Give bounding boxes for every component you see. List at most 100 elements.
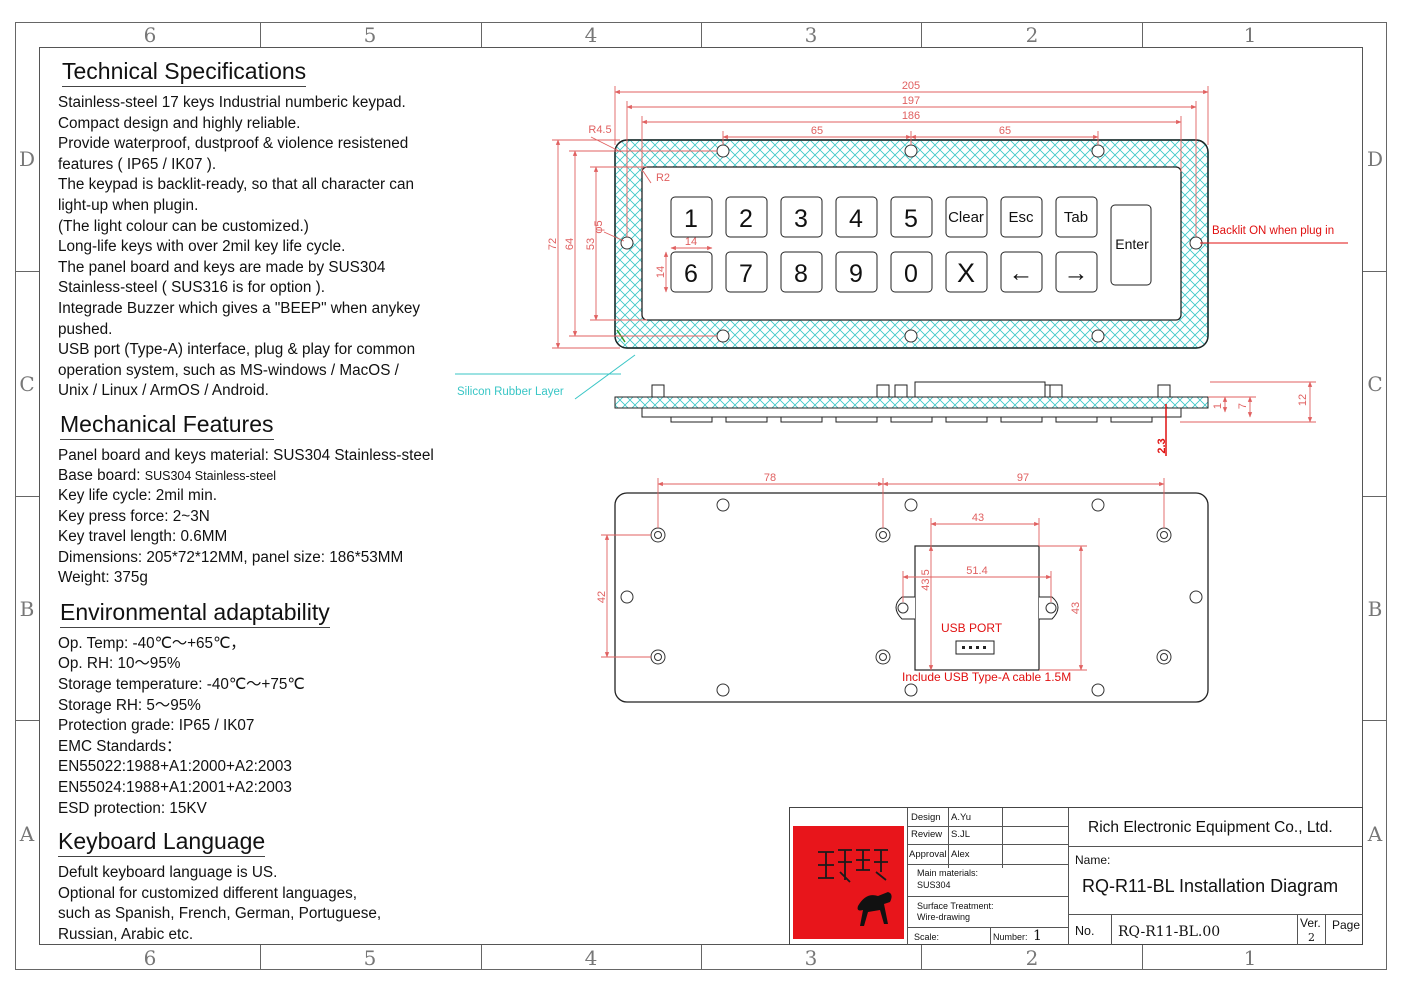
materials-value: SUS304: [917, 880, 951, 890]
key[interactable]: [670, 196, 713, 238]
zone-tick: [260, 22, 261, 47]
zone-number: 1: [1243, 946, 1257, 970]
dim-label: 43: [1070, 602, 1082, 614]
outer-panel: [614, 139, 1209, 349]
environmental-line: Protection grade: IP65 / IK07: [58, 717, 255, 735]
dim-label: 78: [764, 472, 776, 484]
zone-letter: D: [1366, 147, 1384, 171]
key[interactable]: [725, 251, 768, 293]
technical-line: The keypad is backlit-ready, so that all…: [58, 176, 414, 194]
dim-label: 14: [655, 266, 667, 278]
technical-line: USB port (Type-A) interface, plug & play…: [58, 341, 416, 359]
zone-tick: [15, 271, 39, 272]
key[interactable]: [725, 196, 768, 238]
environmental-line: EN55024:1988+A1:2001+A2:2003: [58, 779, 292, 797]
key-label: 3: [794, 205, 808, 233]
dim-label: 1: [1212, 403, 1224, 409]
dim-label: φ5: [593, 220, 605, 233]
zone-number: 4: [584, 23, 598, 47]
key[interactable]: [1055, 196, 1098, 238]
zone-number: 3: [804, 23, 818, 47]
number-value: 1: [1033, 928, 1042, 944]
technical-line: Unix / Linux / ArmOS / Android.: [58, 382, 269, 400]
environmental-line: Op. RH: 10～95%: [58, 655, 181, 673]
key-label: 7: [739, 260, 753, 288]
key[interactable]: [1055, 251, 1098, 293]
zone-letter: C: [1367, 372, 1383, 396]
environmental-line: ESD protection: 15KV: [58, 799, 207, 817]
key[interactable]: [780, 251, 823, 293]
zone-number: 4: [584, 946, 598, 970]
mechanical-line: Key travel length: 0.6MM: [58, 528, 228, 546]
language-line: Optional for customized different langua…: [58, 884, 358, 902]
spec-text-column: Technical Specifications Stainless-steel…: [58, 58, 458, 946]
zone-number: 5: [363, 23, 377, 47]
technical-line: Integrade Buzzer which gives a "BEEP" wh…: [58, 299, 421, 317]
mechanical-section: Mechanical Features Panel board and keys…: [58, 411, 458, 589]
surface-value: Wire-drawing: [917, 912, 971, 922]
rubber-layer-label: Silicon Rubber Layer: [457, 386, 564, 398]
usb-port-label: USB PORT: [941, 621, 1003, 635]
zone-number: 6: [143, 23, 157, 47]
technical-title: Technical Specifications: [62, 58, 307, 87]
no-label: No.: [1075, 924, 1095, 938]
key[interactable]: [780, 196, 823, 238]
inner-panel: [641, 166, 1182, 321]
language-line: Russian, Arabic etc.: [58, 926, 194, 943]
ver-label: Ver.: [1300, 916, 1321, 930]
key[interactable]: [890, 196, 933, 238]
backlit-note: Backlit ON when plug in: [1212, 225, 1334, 237]
key[interactable]: [1000, 196, 1043, 238]
zone-letter: C: [19, 372, 35, 396]
key-labels: 1 2 3 4 5 Clear Esc Tab 6 7 8 9 0 X ← → …: [684, 205, 1149, 288]
key-label: Tab: [1064, 209, 1088, 226]
key[interactable]: [1000, 251, 1043, 293]
zone-tick: [1142, 22, 1143, 47]
key-label: Enter: [1115, 236, 1149, 252]
language-lines: Defult keyboard language is US.Optional …: [58, 863, 458, 945]
zone-tick: [1363, 271, 1387, 272]
key[interactable]: [670, 251, 713, 293]
mechanical-title: Mechanical Features: [60, 411, 274, 440]
key-label: Clear: [948, 209, 984, 226]
dim-label: 64: [564, 238, 576, 250]
zone-letter: A: [19, 822, 35, 846]
usb-port-icon: [955, 640, 995, 655]
title-block: Design A.Yu Review S.JL Approval Alex Ma…: [789, 807, 1363, 945]
key[interactable]: [835, 196, 878, 238]
dim-label: 14: [685, 236, 697, 248]
zone-tick: [921, 22, 922, 47]
zone-tick: [1142, 945, 1143, 970]
zone-letter: A: [1367, 822, 1383, 846]
technical-section: Technical Specifications Stainless-steel…: [58, 58, 458, 402]
key[interactable]: [945, 251, 988, 293]
key[interactable]: [890, 251, 933, 293]
environmental-lines: Op. Temp: -40℃～+65℃，Op. RH: 10～95%Storag…: [58, 634, 458, 819]
logo-seal-glyphs: [818, 849, 888, 883]
design-label: Design: [911, 812, 941, 823]
page-label: Page: [1332, 918, 1361, 932]
technical-line: Stainless-steel 17 keys Industrial numbe…: [58, 94, 406, 111]
zone-tick: [481, 22, 482, 47]
usb-flange-hole: [1045, 602, 1057, 614]
technical-line: Stainless-steel ( SUS316 is for option )…: [58, 279, 325, 297]
mechanical-line: Panel board and keys material: SUS304 St…: [58, 446, 434, 464]
mount-hole: [1091, 329, 1105, 343]
zone-number: 2: [1025, 23, 1039, 47]
technical-line: Compact design and highly reliable.: [58, 114, 301, 132]
key[interactable]: [945, 196, 988, 238]
left-arrow-icon: ←: [1009, 259, 1034, 287]
keypad: [670, 196, 1152, 293]
language-section: Keyboard Language Defult keyboard langua…: [58, 828, 458, 945]
environmental-line: Storage RH: 5～95%: [58, 696, 201, 714]
dim-label: 65: [999, 125, 1011, 137]
materials-label: Main materials:: [917, 868, 979, 878]
usb-cable-note: Include USB Type-A cable 1.5M: [902, 670, 1071, 684]
zone-tick: [701, 22, 702, 47]
zone-letter: B: [19, 597, 35, 621]
mount-hole: [904, 144, 918, 158]
key[interactable]: [835, 251, 878, 293]
dim-label: 42: [596, 591, 608, 603]
mount-hole: [716, 329, 730, 343]
enter-key[interactable]: [1110, 204, 1152, 286]
